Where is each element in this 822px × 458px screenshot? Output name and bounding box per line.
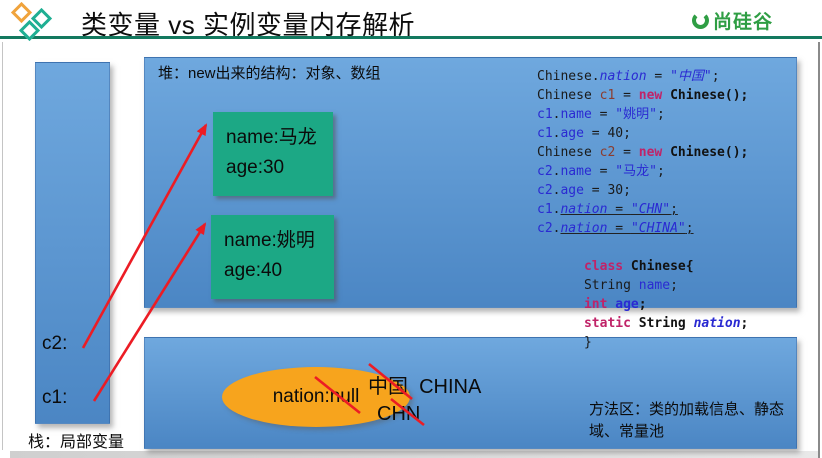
- page-title: 类变量 vs 实例变量内存解析: [81, 10, 415, 40]
- method-area-label: 方法区：类的加载信息、静态域、常量池: [589, 401, 785, 440]
- object-field-name: name:马龙: [226, 127, 317, 148]
- heap-object-malong: name:马龙 age:30: [213, 112, 333, 196]
- stack-var-c1: c1:: [42, 387, 68, 408]
- heap-object-yaoming: name:姚明 age:40: [211, 215, 334, 299]
- slide-bottom-edge: [10, 451, 818, 458]
- slide-left-edge: [2, 42, 3, 450]
- stack-panel: [35, 62, 110, 424]
- object-field-name: name:姚明: [224, 230, 315, 251]
- shangguigu-logo: 尚硅谷: [692, 7, 773, 34]
- object-field-age: age:40: [224, 260, 283, 281]
- code-block: Chinese.nation = "中国";Chinese c1 = new C…: [537, 69, 749, 350]
- object-field-age: age:30: [226, 157, 285, 178]
- stack-label: 栈：局部变量: [28, 434, 125, 451]
- static-field-text: nation:null: [272, 386, 360, 407]
- shangguigu-logo-icon: [692, 12, 709, 29]
- nation-values-line2: CHN: [377, 403, 421, 425]
- nation-values-line1: 中国 CHINA: [368, 376, 482, 398]
- slide-right-edge: [818, 42, 820, 458]
- header-divider: [0, 36, 822, 39]
- heap-label: 堆：new出来的结构：对象、数组: [158, 65, 381, 82]
- shangguigu-logo-text: 尚硅谷: [713, 12, 774, 33]
- slide-logo-diamonds: [0, 0, 60, 42]
- stack-var-c2: c2:: [42, 333, 68, 354]
